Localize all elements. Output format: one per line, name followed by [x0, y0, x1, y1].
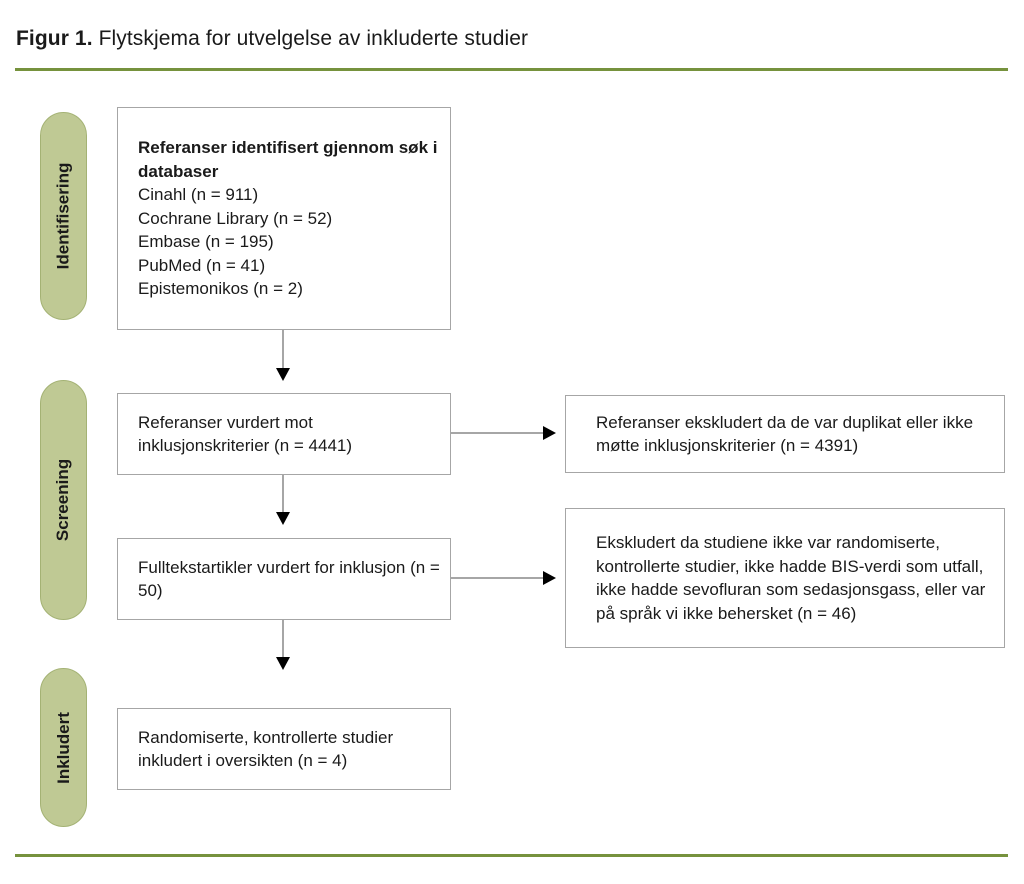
box-references-excluded-text: Referanser ekskludert da de var duplikat…: [596, 412, 974, 456]
box-fulltext-assessed: Fulltekstartikler vurdert for inklusjon …: [117, 538, 451, 620]
box-fulltext-excluded-text: Ekskludert da studiene ikke var randomis…: [596, 533, 986, 623]
database-count-epistemonikos: Epistemonikos (n = 2): [138, 279, 303, 299]
arrow-down-icon: [276, 657, 290, 670]
box-fulltext-assessed-text: Fulltekstartikler vurdert for inklusjon …: [138, 557, 440, 601]
database-count-cochrane: Cochrane Library (n = 52): [138, 208, 333, 228]
bottom-divider-rule: [15, 854, 1008, 857]
database-count-pubmed: PubMed (n = 41): [138, 255, 266, 275]
box-studies-included: Randomiserte, kontrollerte studier inklu…: [117, 708, 451, 790]
arrow-right-icon: [543, 426, 556, 440]
stage-label-identification: Identifisering: [53, 162, 73, 270]
box-fulltext-excluded: Ekskludert da studiene ikke var randomis…: [565, 508, 1005, 648]
arrow-right-screened-to-excluded: [450, 426, 556, 440]
stage-label-included: Inkludert: [53, 711, 73, 784]
stage-band-included: Inkludert: [40, 668, 87, 827]
arrow-line: [282, 330, 284, 368]
stage-label-screening: Screening: [53, 458, 73, 542]
box-references-excluded: Referanser ekskludert da de var duplikat…: [565, 395, 1005, 473]
box-studies-included-text: Randomiserte, kontrollerte studier inklu…: [138, 727, 394, 771]
box-references-identified: Referanser identifisert gjennom søk i da…: [117, 107, 451, 330]
arrow-line: [450, 577, 543, 579]
arrow-right-fulltext-to-excluded: [450, 571, 556, 585]
arrow-line: [282, 475, 284, 512]
arrow-down-fulltext-to-included: [276, 620, 290, 670]
arrow-down-icon: [276, 512, 290, 525]
arrow-down-icon: [276, 368, 290, 381]
stage-band-screening: Screening: [40, 380, 87, 620]
arrow-down-screened-to-fulltext: [276, 475, 290, 525]
stage-band-identification: Identifisering: [40, 112, 87, 320]
database-count-embase: Embase (n = 195): [138, 232, 274, 252]
box-references-screened-text: Referanser vurdert mot inklusjonskriteri…: [138, 412, 353, 456]
figure-caption-text: Flytskjema for utvelgelse av inkluderte …: [92, 27, 529, 50]
figure-title: Figur 1. Flytskjema for utvelgelse av in…: [16, 27, 528, 51]
arrow-line: [450, 432, 543, 434]
top-divider-rule: [15, 68, 1008, 71]
box-references-identified-heading: Referanser identifisert gjennom søk i da…: [138, 138, 438, 181]
database-count-cinahl: Cinahl (n = 911): [138, 185, 259, 205]
arrow-line: [282, 620, 284, 657]
box-references-screened: Referanser vurdert mot inklusjonskriteri…: [117, 393, 451, 475]
arrow-down-identified-to-screened: [276, 330, 290, 381]
figure-number-label: Figur 1.: [16, 27, 93, 50]
arrow-right-icon: [543, 571, 556, 585]
